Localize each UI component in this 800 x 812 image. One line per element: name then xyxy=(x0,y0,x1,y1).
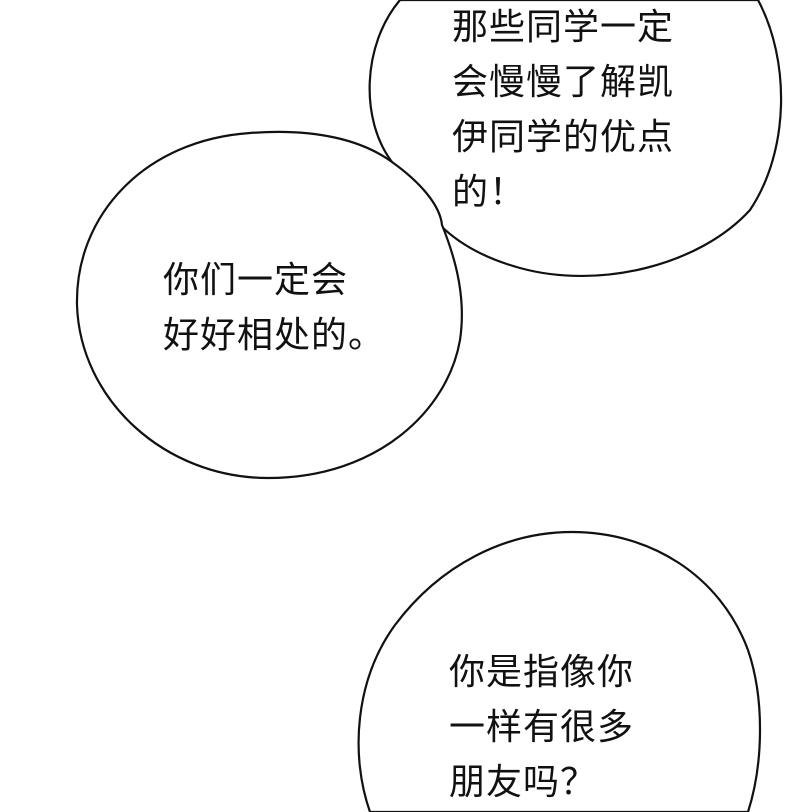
bubble-1-line-3: 伊同学的优点 xyxy=(452,117,675,158)
bubble-3-line-1: 你是指像你 xyxy=(449,652,635,693)
bubble-1-line-4: 的！ xyxy=(452,172,527,213)
bubble-1-text: 那些同学一定 会慢慢了解凯 伊同学的优点 的！ xyxy=(452,0,674,220)
bubble-2-line-1: 你们一定会 xyxy=(163,260,349,301)
bubble-3-line-2: 一样有很多 xyxy=(449,707,635,748)
speech-bubble-2 xyxy=(75,130,463,480)
bubble-3-line-3: 朋友吗？ xyxy=(449,762,598,803)
bubble-1-line-1: 那些同学一定 xyxy=(452,7,675,48)
speech-bubble-3 xyxy=(357,530,762,812)
bubble-2-text: 你们一定会 好好相处的。 xyxy=(163,253,385,363)
bubble-2-line-2: 好好相处的。 xyxy=(163,315,386,356)
bubble-1-line-2: 会慢慢了解凯 xyxy=(452,62,675,103)
bubble-3-text: 你是指像你 一样有很多 朋友吗？ xyxy=(449,645,634,810)
